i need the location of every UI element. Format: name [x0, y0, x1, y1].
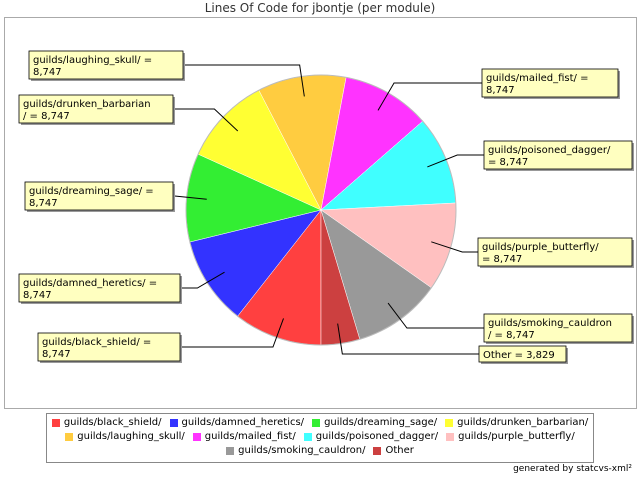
chart-title: Lines Of Code for jbontje (per module)	[204, 1, 436, 15]
pie-chart: guilds/black_shield/ =8,747guilds/damned…	[18, 50, 634, 364]
leader-line	[431, 241, 478, 253]
label-text: guilds/poisoned_dagger/	[488, 145, 611, 156]
label-text: guilds/smoking_cauldron	[488, 318, 612, 329]
label-box	[18, 273, 181, 303]
leader-line	[173, 108, 239, 132]
legend-item: guilds/dreaming_sage/	[312, 417, 437, 428]
label-text: 8,747	[23, 290, 52, 301]
label-box	[37, 332, 181, 362]
footer-credit: generated by statcvs-xml²	[513, 464, 632, 474]
legend-row: guilds/smoking_cauldron/Other	[51, 445, 589, 456]
legend-swatch	[312, 418, 321, 427]
label-text: 8,747	[33, 67, 62, 78]
legend-item: guilds/purple_butterfly/	[446, 431, 575, 442]
label-text: guilds/laughing_skull/ =	[33, 55, 152, 66]
legend-row: guilds/laughing_skull/guilds/mailed_fist…	[51, 431, 589, 442]
label-text: guilds/mailed_fist/ =	[486, 73, 588, 84]
legend-label: guilds/smoking_cauldron/	[238, 445, 366, 456]
legend-swatch	[192, 432, 201, 441]
leader-line	[183, 64, 305, 97]
label-text: guilds/dreaming_sage/ =	[29, 186, 154, 197]
slice-label: guilds/drunken_barbarian/ = 8,747	[18, 94, 175, 125]
label-box	[24, 181, 174, 211]
slice-label: guilds/purple_butterfly/= 8,747	[477, 237, 634, 268]
legend-swatch	[169, 418, 178, 427]
label-text: 8,747	[486, 85, 515, 96]
label-box	[483, 140, 633, 170]
label-box	[481, 68, 619, 98]
slice-label: guilds/mailed_fist/ =8,747	[481, 68, 620, 99]
leader-line	[337, 323, 479, 355]
legend-swatch	[65, 432, 74, 441]
leader-line	[180, 271, 225, 289]
label-text: = 8,747	[488, 157, 528, 168]
legend-label: Other	[385, 445, 414, 456]
legend-item: guilds/drunken_barbarian/	[445, 417, 588, 428]
slice-label: guilds/smoking_cauldron/ = 8,747	[483, 313, 634, 344]
legend-item: Other	[373, 445, 414, 456]
leader-line	[377, 82, 482, 111]
label-text: / = 8,747	[488, 330, 535, 341]
slice-label: guilds/poisoned_dagger/= 8,747	[483, 140, 634, 171]
legend-label: guilds/purple_butterfly/	[458, 431, 575, 442]
legend-swatch	[226, 446, 235, 455]
legend-label: guilds/poisoned_dagger/	[315, 431, 439, 442]
slice-label: guilds/laughing_skull/ =8,747	[28, 50, 185, 81]
legend-swatch	[446, 432, 455, 441]
label-text: Other = 3,829	[483, 350, 555, 361]
label-text: guilds/damned_heretics/ =	[23, 278, 157, 289]
legend-row: guilds/black_shield/guilds/damned_hereti…	[51, 417, 589, 428]
legend-item: guilds/laughing_skull/	[65, 431, 185, 442]
slice-label: Other = 3,829	[478, 345, 568, 364]
legend-item: guilds/mailed_fist/	[192, 431, 296, 442]
label-box	[477, 237, 633, 267]
label-text: guilds/purple_butterfly/	[482, 242, 599, 253]
legend-swatch	[445, 418, 454, 427]
label-text: / = 8,747	[23, 111, 70, 122]
label-box	[18, 94, 174, 124]
legend-item: guilds/damned_heretics/	[169, 417, 305, 428]
pie-slices	[185, 74, 457, 346]
label-box	[478, 345, 567, 363]
legend-label: guilds/drunken_barbarian/	[457, 417, 589, 428]
legend-item: guilds/poisoned_dagger/	[303, 431, 439, 442]
legend-label: guilds/mailed_fist/	[204, 431, 296, 442]
slice-label: guilds/damned_heretics/ =8,747	[18, 273, 182, 304]
leader-line	[427, 154, 484, 168]
legend-item: guilds/black_shield/	[51, 417, 162, 428]
label-text: = 8,747	[482, 254, 522, 265]
label-text: 8,747	[42, 349, 71, 360]
label-text: guilds/black_shield/ =	[42, 337, 151, 348]
legend-label: guilds/dreaming_sage/	[324, 417, 438, 428]
label-text: 8,747	[29, 198, 58, 209]
pie-outline	[185, 74, 457, 346]
legend-swatch	[51, 418, 60, 427]
legend-label: guilds/damned_heretics/	[181, 417, 305, 428]
label-text: guilds/drunken_barbarian	[23, 99, 151, 110]
legend-label: guilds/laughing_skull/	[77, 431, 185, 442]
slice-label: guilds/black_shield/ =8,747	[37, 332, 182, 363]
legend-label: guilds/black_shield/	[63, 417, 162, 428]
label-box	[28, 50, 184, 80]
slice-labels: guilds/black_shield/ =8,747guilds/damned…	[18, 50, 634, 364]
slice-label: guilds/dreaming_sage/ =8,747	[24, 181, 175, 212]
label-box	[483, 313, 633, 343]
legend-swatch	[373, 446, 382, 455]
leader-line	[387, 302, 484, 329]
leader-line	[180, 318, 284, 348]
legend-item: guilds/smoking_cauldron/	[226, 445, 365, 456]
legend-swatch	[303, 432, 312, 441]
legend: guilds/black_shield/guilds/damned_hereti…	[46, 413, 594, 463]
